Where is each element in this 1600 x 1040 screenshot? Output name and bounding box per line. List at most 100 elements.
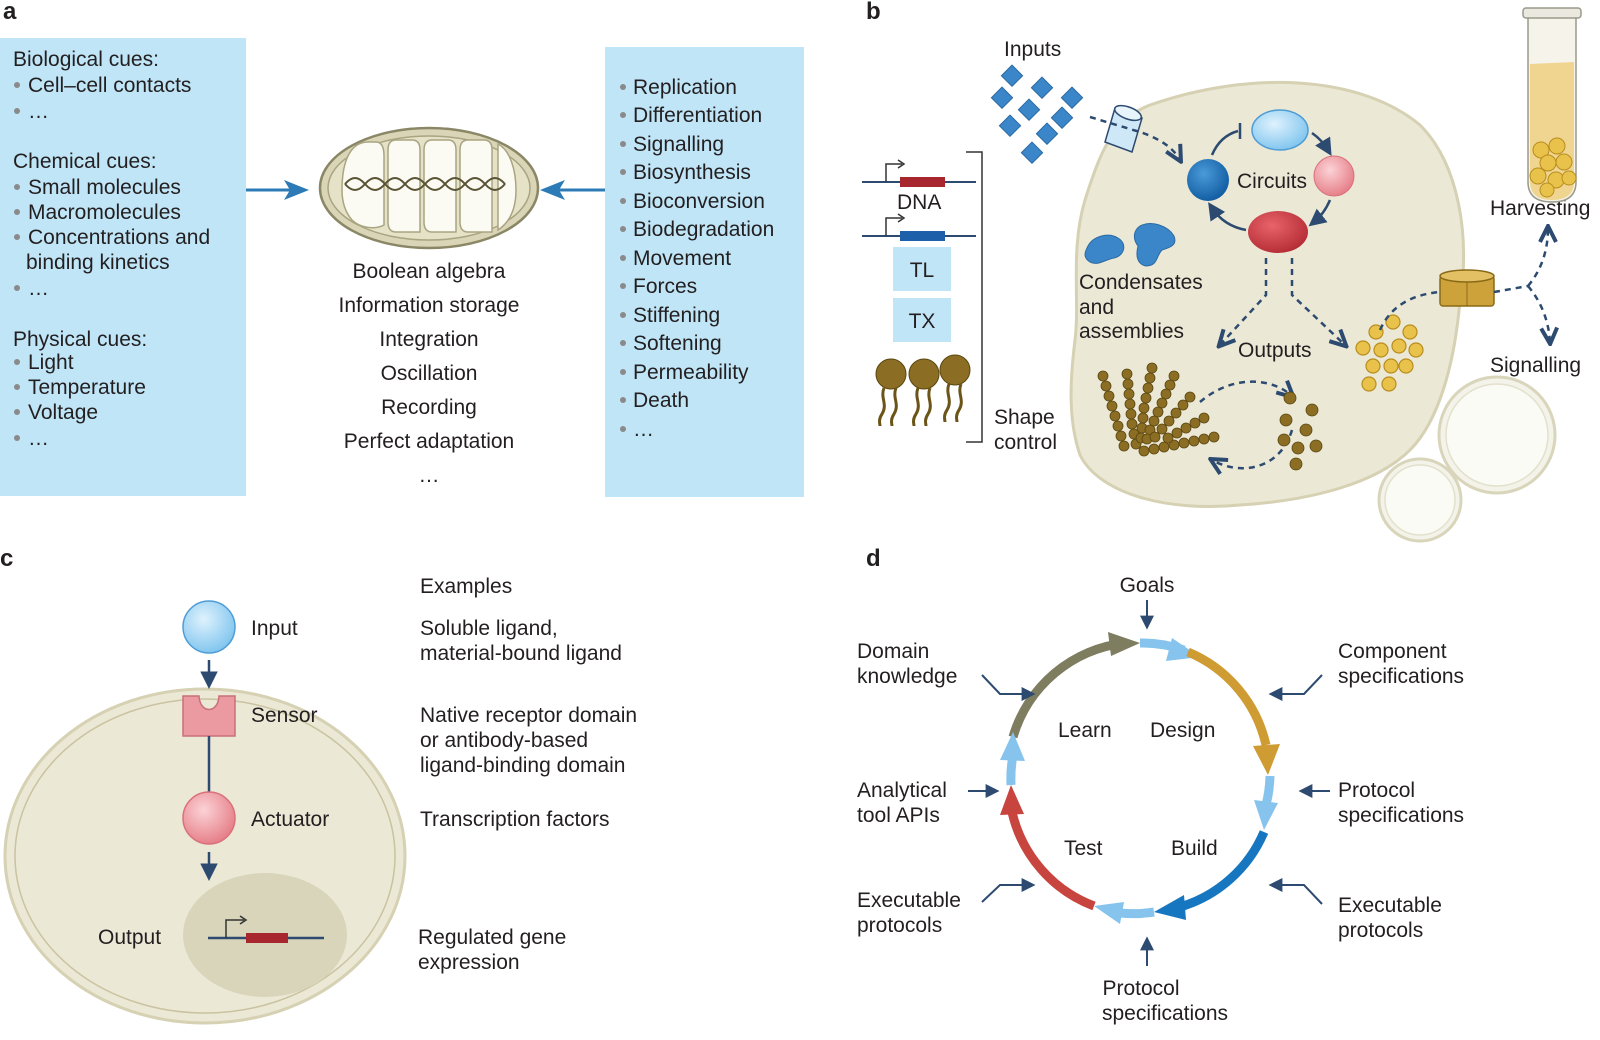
executable-protocols-left-label: protocols [857,914,942,937]
cycle-segment-light-right [1261,775,1275,807]
receptor-icon [182,695,236,737]
vesicle-small [1377,457,1463,543]
executable-protocols-right-label: protocols [1338,919,1423,942]
circuit-node-dark [1187,159,1229,201]
panel-label-c: c [0,545,13,572]
output-label: Output [98,926,161,949]
actuator-icon [182,791,236,845]
sensor-example: Native receptor domain [420,704,637,727]
stage-build: Build [1171,837,1218,860]
component-spec-label: Component [1338,640,1447,663]
actuator-label: Actuator [251,808,329,831]
output-example: expression [418,951,520,974]
cue-item: Voltage [28,401,98,424]
goals-label: Goals [1120,574,1175,597]
bullet [14,285,20,291]
test-tube-icon [1522,7,1582,203]
promoter-arrow-icon [885,163,902,182]
inputs-label: Inputs [1004,38,1061,61]
output-item: Forces [633,275,697,298]
cue-header-biological: Biological cues: [13,48,159,71]
shape-control-label: Shape [994,406,1055,429]
bullet [14,184,20,190]
signalling-label: Signalling [1490,354,1581,377]
cycle-segment-light-bottom [1119,907,1155,919]
protocol-spec-bottom-label: Protocol [1102,977,1179,1000]
output-item: Death [633,389,689,412]
cue-item: Light [28,351,74,374]
condensates-label: and [1079,296,1114,319]
input-molecules [990,64,1084,165]
stage-design: Design [1150,719,1215,742]
function-item: … [419,464,440,487]
promoter-arrow-icon [225,919,244,938]
circuits-label: Circuits [1237,170,1307,193]
actuator-example: Transcription factors [420,808,609,831]
function-list: Boolean algebra Information storage Inte… [339,260,520,487]
bullet [14,209,20,215]
function-item: Recording [381,396,477,419]
stage-test: Test [1064,837,1103,860]
cell-membrane [1069,80,1466,509]
output-item: Bioconversion [633,190,765,213]
domain-knowledge-label: knowledge [857,665,957,688]
bullet [14,359,20,365]
bullet [14,409,20,415]
membrane-channel-icon [1104,104,1143,153]
bullet [14,108,20,114]
output-item: … [633,418,654,441]
export-arrows [1378,228,1550,342]
executable-protocols-left-label: Executable [857,889,961,912]
outputs-label: Outputs [1238,339,1312,362]
analytical-tools-label: tool APIs [857,804,940,827]
cue-item: … [28,100,49,123]
gene-construct [208,915,324,943]
output-item: Stiffening [633,304,720,327]
harvesting-label: Harvesting [1490,197,1590,220]
circuit: Circuits [1187,109,1355,253]
examples-header: Examples [420,575,512,598]
bracket [966,151,983,443]
mitochondrion-icon [318,126,540,250]
output-item: Biodegradation [633,218,774,241]
dbtl-cycle [1000,632,1280,924]
protocol-spec-right-label: specifications [1338,804,1464,827]
domain-knowledge-label: Domain [857,640,929,663]
product-particles [1355,314,1424,392]
protocol-spec-bottom-label: specifications [1102,1002,1228,1025]
output-example: Regulated gene [418,926,566,949]
polymer-assemblies [1097,362,1220,457]
vesicle-large [1437,375,1557,495]
component-spec-label: specifications [1338,665,1464,688]
output-item: Softening [633,332,722,355]
panel-label-d: d [866,545,881,572]
cycle-segment-red [1007,810,1096,911]
cue-header-chemical: Chemical cues: [13,150,157,173]
output-item: Movement [633,247,731,270]
input-ligand-icon [182,600,236,654]
cue-item: Cell–cell contacts [28,74,191,97]
cycle-segment-blue [1178,830,1269,912]
cue-item: … [28,277,49,300]
tl-box: TL [893,247,951,291]
input-label: Input [251,617,298,640]
output-item: Biosynthesis [633,161,751,184]
sensor-example: ligand-binding domain [420,754,625,777]
cell-panel-c [3,687,407,1025]
promoter-arrow-icon [885,217,902,236]
panel-label-a: a [3,0,17,25]
function-item: Perfect adaptation [344,430,514,453]
condensates-label: assemblies [1079,320,1184,343]
output-item: Differentiation [633,104,762,127]
cue-item: Macromolecules [28,201,181,224]
cue-item: Temperature [28,376,146,399]
cycle-segment-gold [1186,647,1271,747]
shape-control-label: control [994,431,1057,454]
executable-protocols-right-label: Executable [1338,894,1442,917]
tx-box: TX [893,298,951,342]
stage-learn: Learn [1058,719,1112,742]
lipid-icon [875,354,971,427]
cue-item: … [28,427,49,450]
condensates-icon [1084,223,1176,267]
function-item: Information storage [339,294,520,317]
